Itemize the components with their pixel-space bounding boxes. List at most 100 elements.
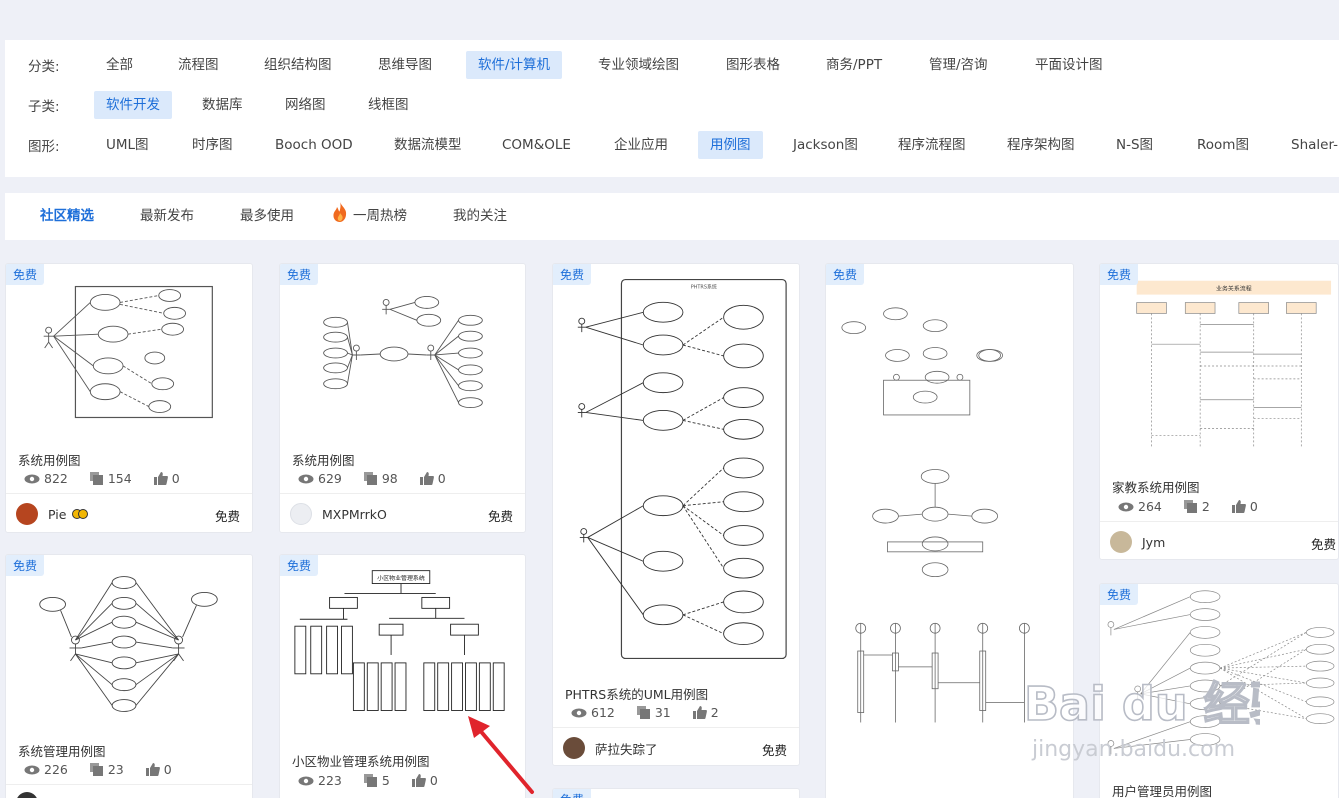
shape-chip[interactable]: Jackson图 bbox=[793, 137, 858, 153]
shape-chip[interactable]: UML图 bbox=[106, 137, 149, 153]
shape-chip-selected[interactable]: 用例图 bbox=[698, 131, 763, 159]
shape-chip[interactable]: Booch OOD bbox=[275, 137, 353, 153]
shape-chip[interactable]: 数据流模型 bbox=[394, 137, 462, 153]
category-chip[interactable]: 思维导图 bbox=[378, 57, 432, 73]
thumbs-up-icon bbox=[419, 472, 434, 485]
author-info[interactable]: Jym bbox=[1110, 531, 1165, 553]
category-chip[interactable]: 专业领域绘图 bbox=[598, 57, 679, 73]
shape-chip[interactable]: N-S图 bbox=[1116, 137, 1154, 153]
likes-count: 0 bbox=[1249, 499, 1258, 514]
eye-icon bbox=[298, 474, 314, 483]
avatar bbox=[16, 503, 38, 525]
shape-label: 图形: bbox=[28, 139, 60, 155]
template-card[interactable]: 免费 bbox=[552, 788, 800, 798]
subcategory-chip[interactable]: 网络图 bbox=[285, 97, 326, 113]
likes-stat: 0 bbox=[145, 762, 172, 777]
shape-chip[interactable]: COM&OLE bbox=[502, 137, 571, 153]
avatar bbox=[16, 792, 38, 798]
shape-chip[interactable]: 程序架构图 bbox=[1007, 137, 1075, 153]
views-stat: 629 bbox=[298, 471, 342, 486]
category-chip[interactable]: 组织结构图 bbox=[264, 57, 332, 73]
copy-icon bbox=[89, 472, 103, 485]
category-chip[interactable]: 商务/PPT bbox=[826, 57, 883, 73]
shape-chip[interactable]: 程序流程图 bbox=[898, 137, 966, 153]
author-info[interactable]: 萨拉失踪了 bbox=[563, 737, 658, 759]
template-card[interactable]: 免费 系统用例图 629 98 0 MXPMrrkO 免费 bbox=[279, 263, 526, 533]
likes-count: 0 bbox=[171, 471, 180, 486]
copies-count: 154 bbox=[107, 471, 132, 486]
template-card[interactable]: 免费 小区物业管理系统 小区物业管理系统用例图 223 5 0 bbox=[279, 554, 526, 798]
shape-chip[interactable]: Room图 bbox=[1197, 137, 1249, 153]
author-info[interactable] bbox=[16, 792, 48, 798]
price-label: 免费 bbox=[761, 743, 787, 758]
copy-icon bbox=[363, 774, 377, 787]
diagram-thumbnail: PHTRS系统 bbox=[577, 278, 787, 660]
copies-stat: 2 bbox=[1183, 499, 1210, 514]
diagram-thumbnail bbox=[39, 576, 218, 712]
eye-icon bbox=[1118, 502, 1134, 511]
views-stat: 822 bbox=[24, 471, 68, 486]
copies-count: 5 bbox=[381, 773, 390, 788]
copy-icon bbox=[89, 763, 103, 776]
template-card[interactable]: 免费 bbox=[825, 263, 1074, 798]
tab-latest[interactable]: 最新发布 bbox=[140, 208, 194, 224]
fire-icon bbox=[333, 202, 347, 222]
thumbnail-title: PHTRS系统 bbox=[691, 283, 717, 290]
thumbnail-title: 小区物业管理系统 bbox=[377, 574, 425, 582]
divider bbox=[553, 727, 799, 728]
subcategory-chip[interactable]: 数据库 bbox=[202, 97, 243, 113]
shape-chip[interactable]: Shaler-M bbox=[1291, 137, 1339, 153]
views-count: 264 bbox=[1138, 499, 1162, 514]
card-stats: 264 2 0 bbox=[1118, 499, 1280, 514]
copies-stat: 5 bbox=[363, 773, 390, 788]
thumbnail-title: 业务关系流程 bbox=[1216, 285, 1252, 293]
category-chip[interactable]: 平面设计图 bbox=[1035, 57, 1103, 73]
card-title: 家教系统用例图 bbox=[1112, 480, 1200, 495]
template-card[interactable]: 免费 业务关系流程 家教系统用例图 264 2 0 Jym 免费 bbox=[1099, 263, 1339, 560]
card-title: PHTRS系统的UML用例图 bbox=[565, 687, 709, 702]
diagram-thumbnail: 业务关系流程 bbox=[1136, 280, 1332, 449]
price-label: 免费 bbox=[214, 509, 240, 524]
divider bbox=[6, 493, 252, 494]
category-chip[interactable]: 管理/咨询 bbox=[929, 57, 988, 73]
tab-weekly-hot-label: 一周热榜 bbox=[353, 208, 407, 224]
tab-most-used[interactable]: 最多使用 bbox=[240, 208, 294, 224]
author-info[interactable]: MXPMrrkO bbox=[290, 503, 387, 525]
copy-icon bbox=[363, 472, 377, 485]
diagram-thumbnail bbox=[323, 296, 483, 409]
diagram-thumbnail bbox=[1107, 590, 1335, 755]
shape-chip[interactable]: 时序图 bbox=[192, 137, 233, 153]
likes-count: 0 bbox=[429, 773, 438, 788]
likes-stat: 0 bbox=[153, 471, 180, 486]
tab-following[interactable]: 我的关注 bbox=[453, 208, 507, 224]
category-chip[interactable]: 图形表格 bbox=[726, 57, 780, 73]
category-chip-selected[interactable]: 软件/计算机 bbox=[466, 51, 563, 79]
diagram-thumbnail bbox=[841, 307, 1030, 723]
filter-panel: 分类: 全部 流程图 组织结构图 思维导图 软件/计算机 专业领域绘图 图形表格… bbox=[5, 40, 1339, 177]
avatar bbox=[563, 737, 585, 759]
tab-community-picks[interactable]: 社区精选 bbox=[40, 208, 94, 224]
category-chip[interactable]: 全部 bbox=[106, 57, 133, 73]
template-card[interactable]: 免费 PHTRS系统 PHTRS系统的UML用例图 612 31 2 bbox=[552, 263, 800, 766]
free-badge: 免费 bbox=[1100, 264, 1139, 285]
shape-chip[interactable]: 企业应用 bbox=[614, 137, 668, 153]
thumbs-up-icon bbox=[692, 706, 707, 719]
divider bbox=[280, 493, 525, 494]
copies-stat: 154 bbox=[89, 471, 132, 486]
eye-icon bbox=[24, 765, 40, 774]
free-badge: 免费 bbox=[553, 789, 592, 798]
subcategory-chip-selected[interactable]: 软件开发 bbox=[94, 91, 172, 119]
diagram-thumbnail: 小区物业管理系统 bbox=[294, 570, 505, 711]
template-card[interactable]: 免费 用户管理员用例图 bbox=[1099, 583, 1339, 798]
template-card[interactable]: 免费 系统管理用例图 226 23 0 bbox=[5, 554, 253, 798]
author-info[interactable]: Pie bbox=[16, 503, 89, 525]
views-stat: 264 bbox=[1118, 499, 1162, 514]
template-card[interactable]: 免费 系统用例图 822 154 0 Pie 免费 bbox=[5, 263, 253, 533]
avatar bbox=[1110, 531, 1132, 553]
tab-weekly-hot[interactable]: 一周热榜 bbox=[330, 193, 407, 240]
thumbs-up-icon bbox=[153, 472, 168, 485]
subcategory-chip[interactable]: 线框图 bbox=[368, 97, 409, 113]
copies-count: 23 bbox=[107, 762, 124, 777]
views-count: 226 bbox=[44, 762, 68, 777]
category-chip[interactable]: 流程图 bbox=[178, 57, 219, 73]
